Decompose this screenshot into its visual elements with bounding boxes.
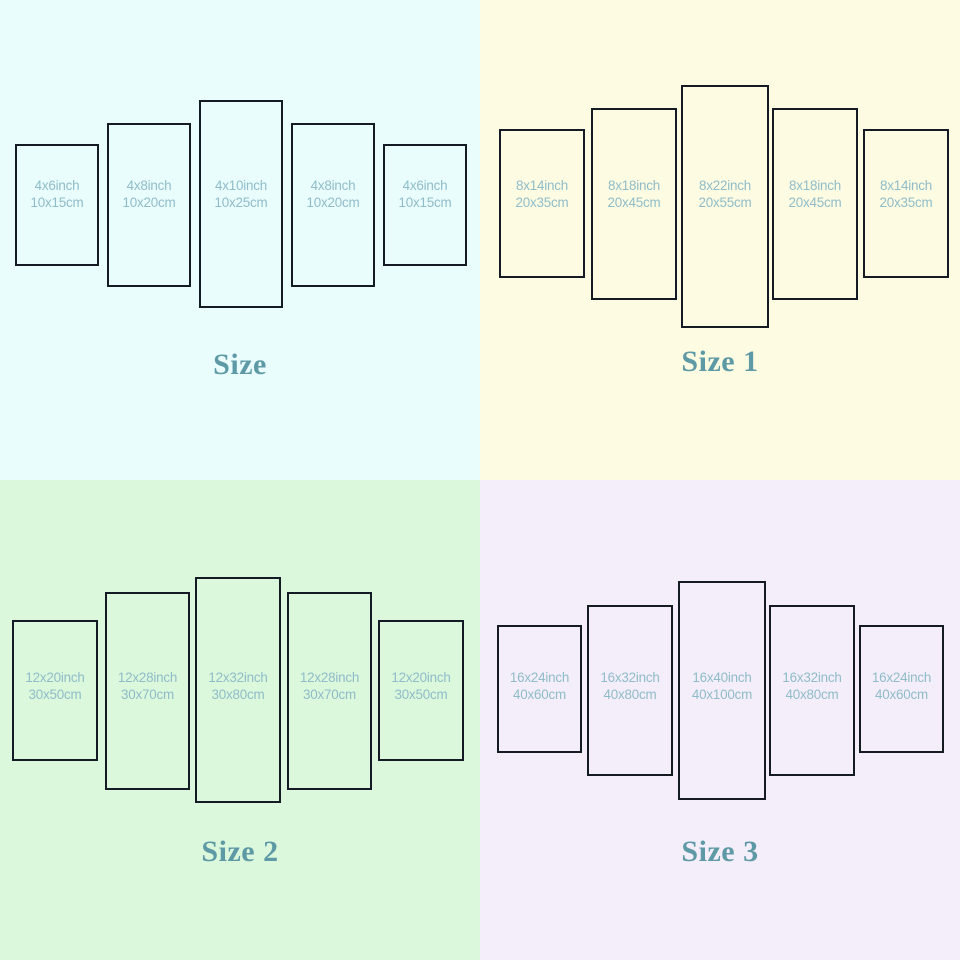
canvas-panel[interactable] xyxy=(499,129,585,278)
canvas-panel[interactable] xyxy=(12,620,98,761)
canvas-panel[interactable] xyxy=(497,625,582,753)
canvas-panel[interactable] xyxy=(383,144,467,266)
canvas-panel[interactable] xyxy=(287,592,372,790)
canvas-panel[interactable] xyxy=(769,605,855,776)
canvas-panel[interactable] xyxy=(291,123,375,287)
quadrant-title-size-2: Size 2 xyxy=(201,835,279,868)
canvas-panel[interactable] xyxy=(15,144,99,266)
canvas-panel[interactable] xyxy=(772,108,858,300)
canvas-panel[interactable] xyxy=(107,123,191,287)
canvas-panel[interactable] xyxy=(859,625,944,753)
canvas-panel[interactable] xyxy=(863,129,949,278)
canvas-panel[interactable] xyxy=(378,620,464,761)
canvas-panel[interactable] xyxy=(195,577,281,803)
canvas-panel[interactable] xyxy=(199,100,283,308)
quadrant-title-size-3: Size 3 xyxy=(681,835,759,868)
canvas-panel[interactable] xyxy=(681,85,769,328)
canvas-panel[interactable] xyxy=(678,581,766,800)
quadrant-title-size: Size xyxy=(213,348,267,381)
quadrant-title-size-1: Size 1 xyxy=(681,345,759,378)
canvas-panel[interactable] xyxy=(105,592,190,790)
canvas-panel[interactable] xyxy=(591,108,677,300)
canvas-panel[interactable] xyxy=(587,605,673,776)
